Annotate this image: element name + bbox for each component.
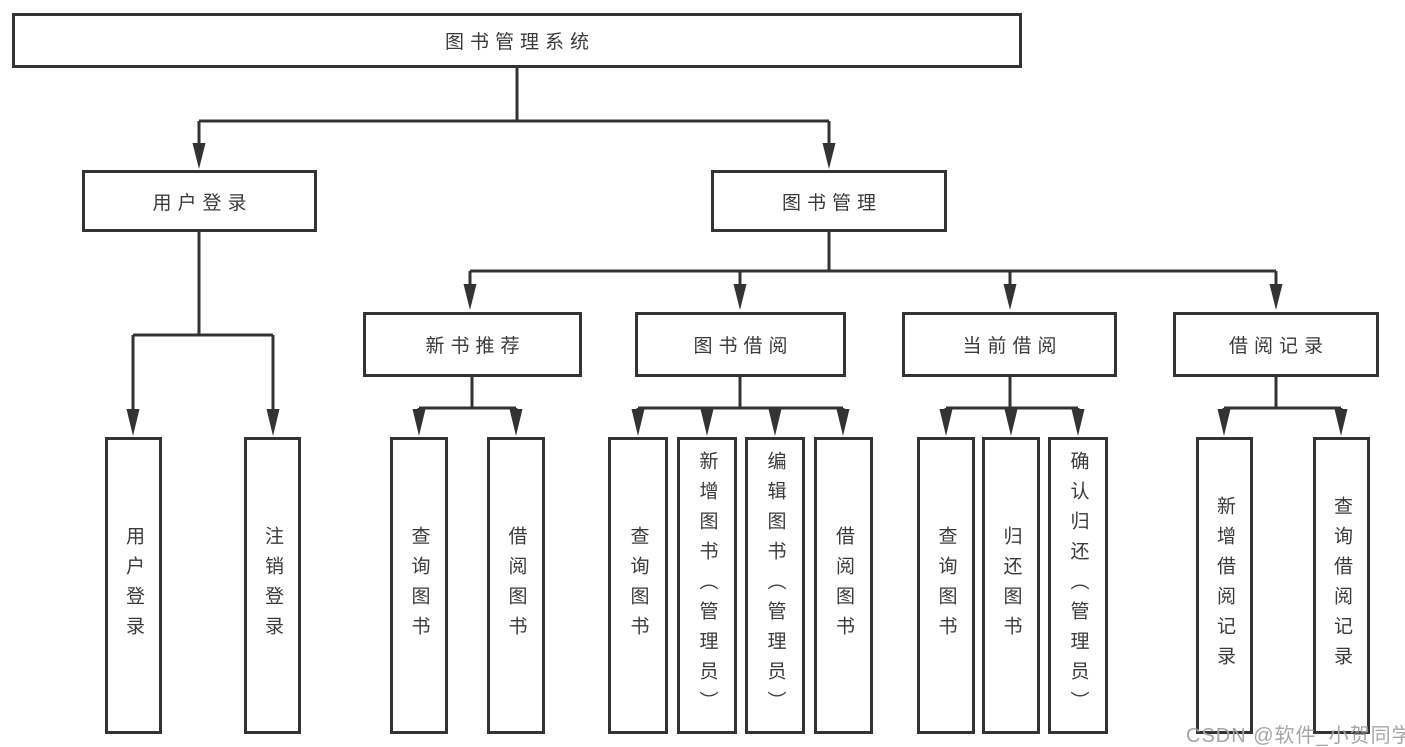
leaf-logout: 注销登录 <box>244 437 301 734</box>
leaf-label: 查询图书 <box>408 525 430 646</box>
leaf-label: 确认归还（管理员） <box>1067 450 1089 721</box>
leaf-records-query-record: 查询借阅记录 <box>1313 437 1370 734</box>
node-root: 图书管理系统 <box>12 13 1022 68</box>
leaf-current-confirm-return-admin: 确认归还（管理员） <box>1048 437 1108 734</box>
leaf-borrow-edit-book-admin: 编辑图书（管理员） <box>745 437 805 734</box>
leaf-borrow-add-book-admin: 新增图书（管理员） <box>677 437 737 734</box>
leaf-label: 新增借阅记录 <box>1214 495 1235 676</box>
node-borrow-records: 借阅记录 <box>1173 312 1379 377</box>
leaf-label: 新增图书（管理员） <box>696 450 718 721</box>
leaf-label: 查询图书 <box>627 525 649 646</box>
node-new-book-recommend: 新书推荐 <box>363 312 582 377</box>
leaf-label: 用户登录 <box>123 525 144 646</box>
leaf-label: 编辑图书（管理员） <box>764 450 786 721</box>
leaf-current-query-book: 查询图书 <box>917 437 975 734</box>
leaf-current-return-book: 归还图书 <box>982 437 1040 734</box>
leaf-recommend-query-book: 查询图书 <box>390 437 448 734</box>
leaf-label: 注销登录 <box>262 525 283 646</box>
leaf-label: 查询图书 <box>935 525 957 646</box>
leaf-label: 借阅图书 <box>833 525 854 646</box>
watermark: CSDN @软件_小贺同学 <box>1186 725 1405 747</box>
leaf-label: 借阅图书 <box>505 525 527 646</box>
leaf-borrow-query-book: 查询图书 <box>608 437 668 734</box>
leaf-recommend-borrow-book: 借阅图书 <box>487 437 545 734</box>
node-current-borrow: 当前借阅 <box>902 312 1117 377</box>
leaf-records-add-record: 新增借阅记录 <box>1196 437 1253 734</box>
node-book-management: 图书管理 <box>711 170 947 232</box>
node-book-borrow: 图书借阅 <box>635 312 846 377</box>
leaf-borrow-borrow-book: 借阅图书 <box>814 437 873 734</box>
leaf-label: 归还图书 <box>1000 525 1022 646</box>
node-user-login: 用户登录 <box>82 170 317 232</box>
leaf-label: 查询借阅记录 <box>1331 495 1352 676</box>
leaf-user-login: 用户登录 <box>105 437 162 734</box>
